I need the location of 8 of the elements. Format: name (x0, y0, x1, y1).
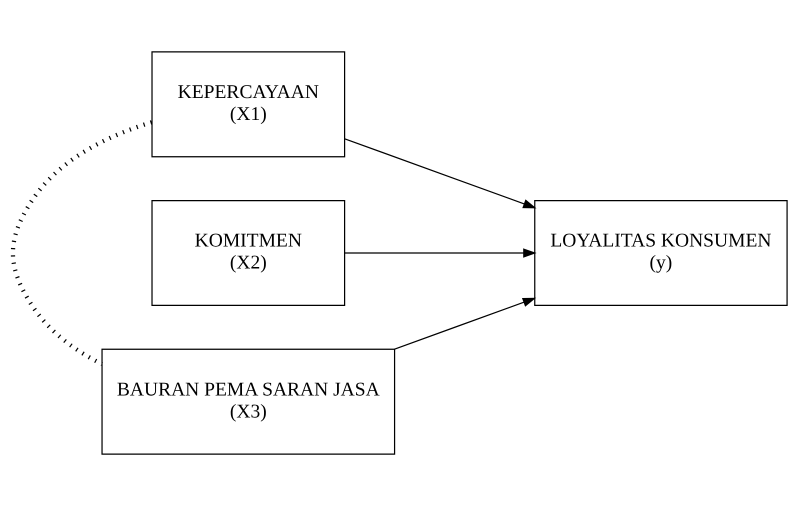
arrow (344, 138, 536, 208)
node-box: KEPERCAYAAN (X1) (151, 51, 346, 158)
node-box: BAURAN PEMA SARAN JASA (X3) (101, 348, 396, 455)
node-box: KOMITMEN (X2) (151, 200, 346, 306)
node-box: LOYALITAS KONSUMEN (y) (534, 200, 788, 306)
connector (10, 120, 152, 366)
arrow (344, 248, 537, 258)
arrow (394, 298, 536, 350)
